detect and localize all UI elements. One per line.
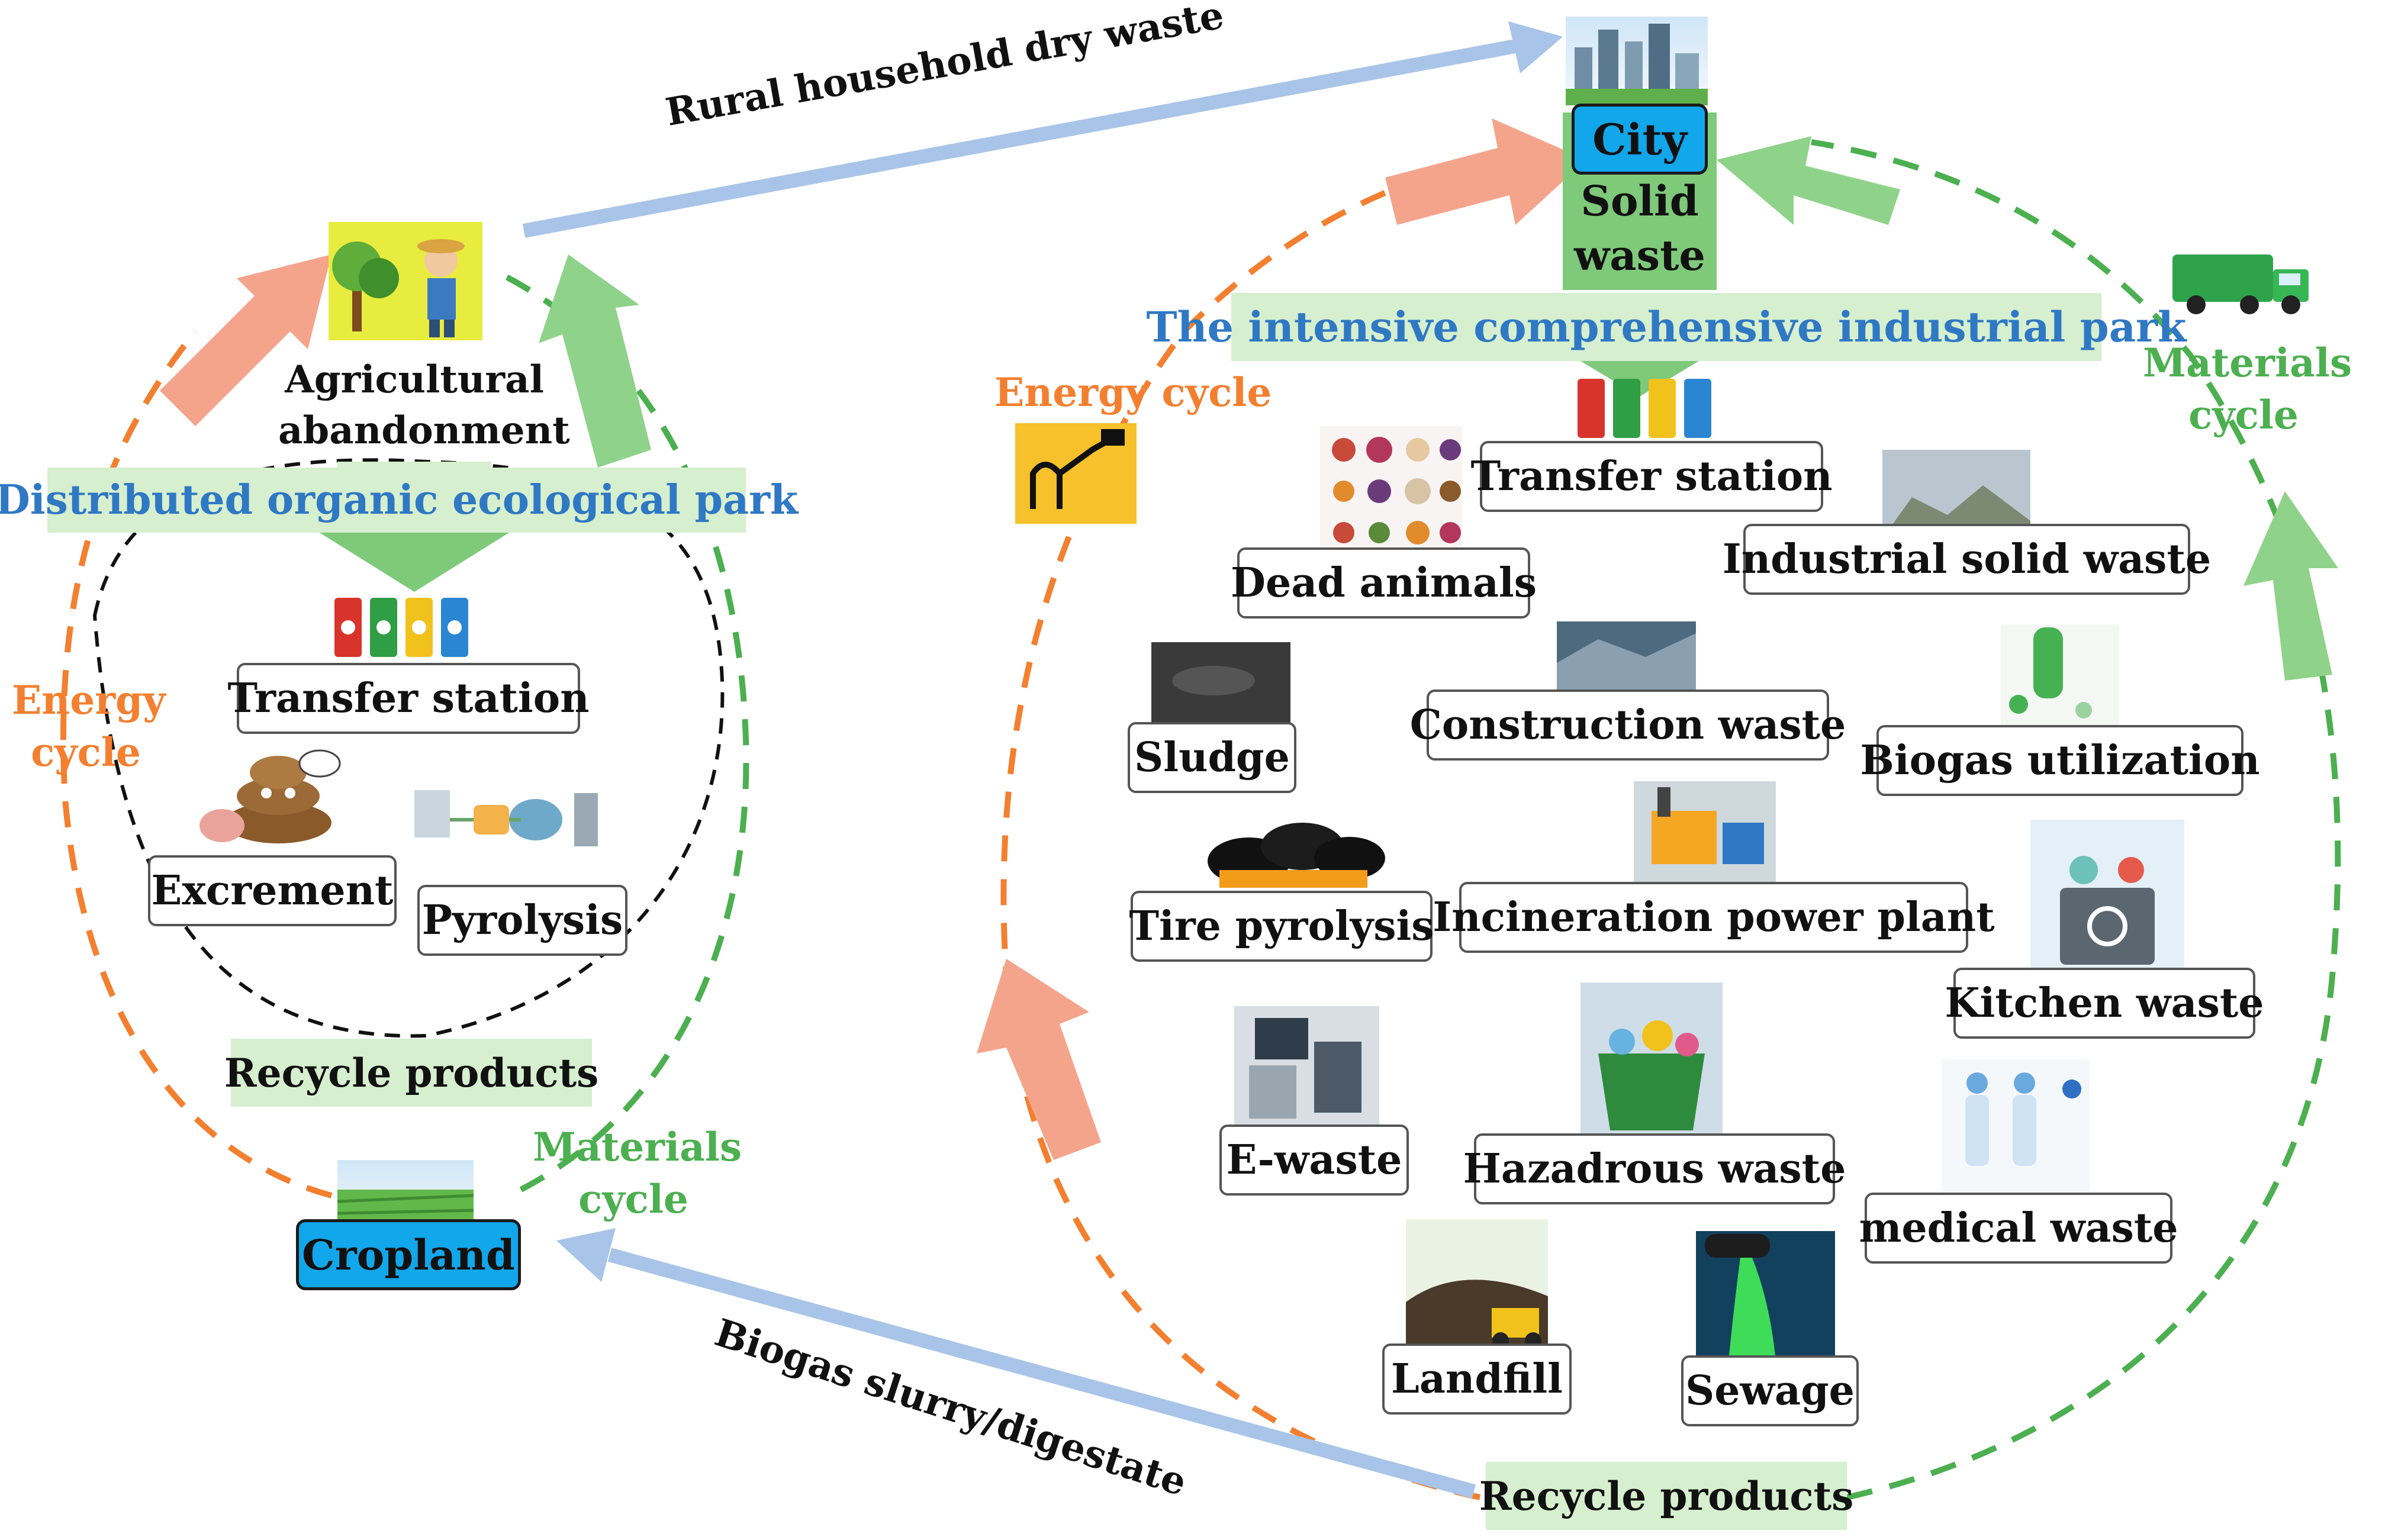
left-materials-arc <box>501 272 749 1193</box>
medical-waste-box: medical waste <box>1859 1193 2178 1264</box>
garbage-truck-icon <box>2172 254 2309 314</box>
construction-waste-box: Construction waste <box>1410 690 1846 761</box>
landfill-icon <box>1406 1219 1548 1349</box>
left-materials-line2: cycle <box>578 1176 688 1222</box>
industrial-solid-waste-box: Industrial solid waste <box>1723 524 2211 595</box>
right-materials-line2: cycle <box>2188 392 2299 438</box>
abandonment-line: abandonment <box>278 408 570 453</box>
cropland-node: Cropland <box>296 1219 521 1290</box>
right-materials-line1: Materials <box>2143 340 2352 386</box>
right-transfer-station: Transfer station <box>1470 441 1833 512</box>
agricultural-abandonment-label: Agricultural abandonment <box>278 357 570 453</box>
right-materials-arrow <box>2243 491 2338 681</box>
biogas-utilization-box: Biogas utilization <box>1860 725 2260 796</box>
solid-line: Solid <box>1581 176 1699 225</box>
pyrolysis-plant-icon <box>414 790 598 846</box>
right-park-title: The intensive comprehensive industrial p… <box>1146 302 2187 352</box>
excrement-icon <box>199 749 341 843</box>
recycle-bins-icon-right <box>1578 379 1711 438</box>
dead-animals-box: Dead animals <box>1231 547 1537 618</box>
tire-pyrolysis-box: Tire pyrolysis <box>1129 891 1434 962</box>
e-waste-box: E-waste <box>1219 1125 1409 1196</box>
left-recycle-products: Recycle products <box>224 1039 598 1107</box>
right-materials-cycle-label: Materials cycle <box>2143 340 2352 438</box>
solid-waste-funnel <box>1581 361 1699 397</box>
solid-waste-label: Solid waste <box>1563 181 1717 276</box>
dead-animals-icon <box>1320 426 1462 562</box>
incineration-plant-icon <box>1634 781 1776 888</box>
e-waste-icon <box>1234 1006 1379 1125</box>
incineration-power-plant-box: Incineration power plant <box>1433 882 1995 953</box>
left-energy-line2: cycle <box>31 729 141 775</box>
hazardous-waste-box: Hazadrous waste <box>1463 1133 1846 1204</box>
biogas-arrow-head <box>556 1228 616 1282</box>
waste-line: waste <box>1574 231 1705 280</box>
sludge-icon <box>1151 642 1290 731</box>
medical-waste-icon <box>1942 1059 2090 1196</box>
left-materials-line1: Materials <box>533 1124 742 1170</box>
left-park-funnel <box>320 533 509 592</box>
fuel-pump-icon <box>1015 423 1137 524</box>
left-park-title: Distributed organic ecological park <box>0 476 799 524</box>
left-transfer-station: Transfer station <box>227 663 590 734</box>
landfill-box: Landfill <box>1382 1344 1572 1415</box>
farmer-tree-icon <box>329 222 482 340</box>
cropland-field-icon <box>337 1160 474 1228</box>
sludge-box: Sludge <box>1128 722 1296 793</box>
right-energy-cycle-label: Energy cycle <box>994 369 1272 415</box>
tire-icon <box>1208 823 1385 888</box>
kitchen-waste-icon <box>2030 820 2184 968</box>
right-materials-arc <box>1811 139 2341 1500</box>
right-recycle-products: Recycle products <box>1479 1462 1853 1530</box>
right-park-title-band: The intensive comprehensive industrial p… <box>1147 293 2186 361</box>
construction-waste-icon <box>1557 621 1696 690</box>
left-energy-line1: Energy <box>12 677 166 723</box>
left-energy-arc <box>60 329 333 1199</box>
sewage-box: Sewage <box>1681 1355 1859 1426</box>
kitchen-waste-box: Kitchen waste <box>1945 968 2264 1039</box>
city-node: City <box>1572 104 1708 175</box>
recycle-bins-icon-left <box>334 598 468 657</box>
right-energy-arrow <box>977 959 1101 1160</box>
city-materials-arrow <box>1717 136 1900 225</box>
city-energy-arrow <box>1385 118 1586 225</box>
left-energy-arrow <box>160 254 331 426</box>
right-energy-arc <box>1000 145 1528 1500</box>
hazardous-waste-icon <box>1581 982 1723 1136</box>
city-skyline-icon <box>1566 17 1708 105</box>
left-energy-cycle-label: Energy cycle <box>12 677 166 775</box>
excrement-box: Excrement <box>148 855 397 926</box>
dry-waste-arrow-line <box>522 39 1517 238</box>
left-park-title-band: Distributed organic ecological park <box>0 468 798 533</box>
left-materials-arrow <box>539 254 651 468</box>
biogas-utilization-icon <box>2001 624 2119 731</box>
agricultural-line: Agricultural <box>285 357 544 402</box>
biogas-arrow-line <box>607 1248 1476 1499</box>
left-materials-cycle-label: Materials cycle <box>533 1124 742 1222</box>
pyrolysis-box: Pyrolysis <box>417 885 627 956</box>
dry-waste-arrow-head <box>1508 21 1563 73</box>
sewage-icon <box>1696 1231 1835 1361</box>
